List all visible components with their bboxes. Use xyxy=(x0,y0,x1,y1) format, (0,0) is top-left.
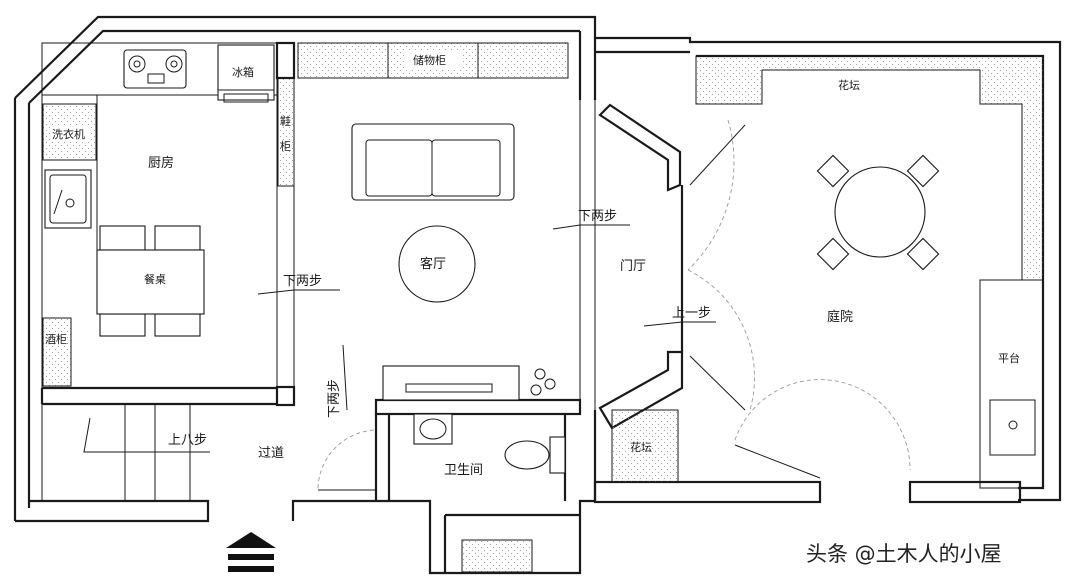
wine-cabinet-label: 酒柜 xyxy=(45,333,67,346)
courtyard-label: 庭院 xyxy=(827,309,853,325)
basin-icon xyxy=(413,413,453,445)
storage-cabinet-label: 储物柜 xyxy=(413,53,446,67)
shoe-cabinet-label-2: 柜 xyxy=(280,140,291,153)
wine-cabinet xyxy=(42,317,72,387)
entry-arrow-icon xyxy=(226,532,276,572)
plant-icon xyxy=(530,368,556,396)
shoe-cabinet xyxy=(277,77,295,187)
flower-bed-top-label: 花坛 xyxy=(838,79,860,92)
doors xyxy=(317,119,911,491)
bathroom-label: 卫生间 xyxy=(444,463,483,478)
dining-table xyxy=(96,225,205,337)
coffee-table xyxy=(398,225,476,303)
fridge-label: 冰箱 xyxy=(232,65,254,79)
sofa-icon xyxy=(351,123,515,201)
kitchen-label: 厨房 xyxy=(148,155,174,171)
flower-beds xyxy=(461,55,1044,573)
platform-label: 平台 xyxy=(998,351,1020,365)
up-eight-steps-label: 上八步 xyxy=(168,433,207,448)
tv-cabinet xyxy=(382,365,520,401)
down-two-steps-living: 下两步 xyxy=(283,274,322,289)
flower-bed-bottom-label: 花坛 xyxy=(630,441,652,454)
platform xyxy=(979,279,1044,489)
living-room-label: 客厅 xyxy=(420,256,446,272)
down-two-steps-hall: 下两步 xyxy=(327,379,342,418)
toilet-icon xyxy=(504,436,566,474)
kitchen-counters xyxy=(41,42,278,388)
stove-icon xyxy=(123,49,187,89)
foyer-label: 门厅 xyxy=(620,259,646,274)
step-markers xyxy=(83,224,716,453)
shoe-cabinet-label-1: 鞋 xyxy=(280,114,291,128)
up-one-step-label: 上一步 xyxy=(672,306,711,321)
fridge xyxy=(217,44,275,103)
sink-icon xyxy=(44,169,92,229)
down-two-steps-foyer: 下两步 xyxy=(578,209,617,224)
washer-label: 洗衣机 xyxy=(52,127,85,141)
corridor-label: 过道 xyxy=(258,446,284,461)
dining-table-label: 餐桌 xyxy=(144,272,166,286)
round-table-icon xyxy=(816,154,940,271)
storage-cabinet xyxy=(297,42,569,79)
watermark: 头条 @土木人的小屋 xyxy=(806,542,1002,566)
